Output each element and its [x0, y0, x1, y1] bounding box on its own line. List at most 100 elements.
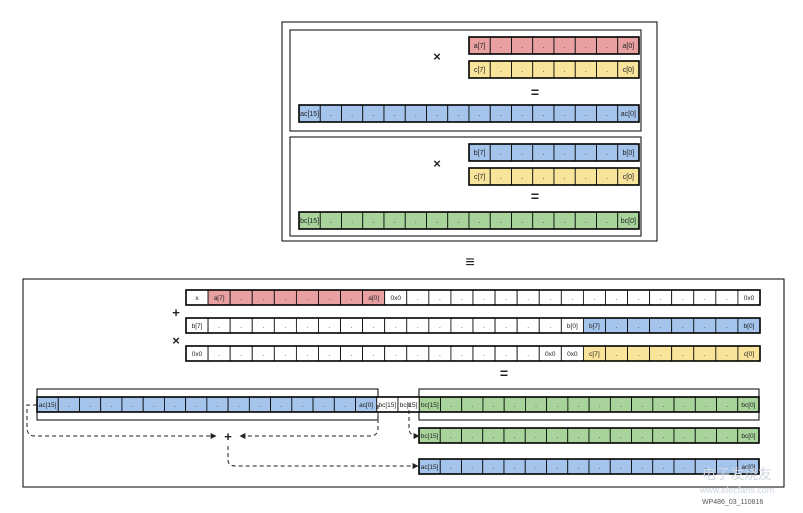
dot-label: .: [417, 295, 419, 302]
register-outline: [185, 289, 761, 306]
dot-label: .: [174, 402, 176, 409]
dot-label: .: [663, 402, 665, 409]
dot-label: .: [521, 67, 523, 74]
dot-label: .: [394, 218, 396, 225]
dot-label: .: [238, 402, 240, 409]
dot-label: .: [585, 150, 587, 157]
dot-label: .: [620, 402, 622, 409]
dot-label: .: [471, 464, 473, 471]
dot-label: .: [705, 433, 707, 440]
dot-label: .: [68, 402, 70, 409]
dot-label: .: [606, 218, 608, 225]
dot-label: .: [302, 402, 304, 409]
dot-label: .: [542, 150, 544, 157]
bit-label: bc[0]: [621, 218, 636, 225]
dot-label: .: [564, 67, 566, 74]
dashed-arrow-ac-to-plus: [26, 404, 217, 439]
dot-label: .: [330, 111, 332, 118]
dot-label: .: [564, 174, 566, 181]
dot-label: .: [110, 402, 112, 409]
dot-label: .: [394, 111, 396, 118]
dot-label: .: [585, 218, 587, 225]
dot-label: .: [500, 218, 502, 225]
bit-label: 0x0: [744, 295, 755, 302]
dot-label: .: [620, 433, 622, 440]
dot-label: .: [527, 295, 529, 302]
dot-label: .: [450, 402, 452, 409]
dot-label: .: [284, 323, 286, 330]
register-outline: [468, 36, 640, 55]
dot-label: .: [684, 402, 686, 409]
bit-label: ac[15]: [300, 111, 319, 118]
times-operator-3: ×: [172, 333, 180, 348]
dot-label: .: [436, 218, 438, 225]
bottom-panel-frame: [22, 278, 785, 488]
dot-label: .: [620, 464, 622, 471]
dot-label: .: [471, 433, 473, 440]
dot-label: .: [500, 43, 502, 50]
dot-label: .: [450, 433, 452, 440]
bit-label: ac[15]: [421, 464, 439, 471]
equals-operator-2: =: [531, 188, 539, 204]
dot-label: .: [505, 323, 507, 330]
result-ac-register: ac[15]..............ac[0]: [418, 458, 760, 475]
dot-label: .: [662, 464, 664, 471]
dot-label: .: [564, 43, 566, 50]
dot-label: .: [599, 464, 601, 471]
bit-label: a[7]: [474, 43, 486, 50]
dot-label: .: [662, 433, 664, 440]
dot-label: .: [556, 464, 558, 471]
dot-label: .: [638, 295, 640, 302]
dot-label: .: [500, 150, 502, 157]
bit-label: b[0]: [567, 323, 578, 330]
register-outline: [418, 458, 760, 475]
result-bc-register: bc[15]..............bc[0]: [418, 427, 760, 444]
dot-label: .: [217, 402, 219, 409]
register-outline: [298, 211, 640, 230]
dot-label: .: [307, 295, 309, 302]
bit-label: ac[15]: [39, 402, 57, 409]
dot-label: .: [616, 351, 618, 358]
dot-label: .: [564, 218, 566, 225]
dot-label: .: [461, 351, 463, 358]
bit-label: c[7]: [474, 174, 485, 181]
dot-label: .: [641, 433, 643, 440]
dot-label: .: [577, 433, 579, 440]
bit-label: ac[0]: [359, 402, 373, 409]
register-b: b[7]......b[0]: [468, 143, 640, 162]
packed-b-register: b[7]................b[0]b[7]......b[0]: [185, 317, 761, 334]
equivalence-operator: ≡: [465, 254, 474, 271]
dot-label: .: [439, 295, 441, 302]
dot-label: .: [395, 323, 397, 330]
dot-label: .: [638, 323, 640, 330]
dot-label: .: [571, 295, 573, 302]
dot-label: .: [417, 323, 419, 330]
dot-label: .: [704, 323, 706, 330]
dot-label: .: [373, 323, 375, 330]
bit-label: 0x0: [545, 351, 556, 358]
dot-label: .: [436, 111, 438, 118]
dot-label: .: [483, 351, 485, 358]
dot-label: .: [726, 351, 728, 358]
register-outline: [298, 104, 640, 123]
dot-label: .: [556, 402, 558, 409]
equals-operator-1: =: [531, 84, 539, 100]
register-outline: [468, 143, 640, 162]
dot-label: .: [549, 295, 551, 302]
dot-label: .: [606, 174, 608, 181]
dot-label: .: [280, 402, 282, 409]
dot-label: .: [564, 150, 566, 157]
bit-label: b[0]: [744, 323, 755, 330]
wide-product-register: ac[15]..............ac[0]bc[15]bc[15]bc[…: [36, 396, 760, 413]
dot-label: .: [372, 111, 374, 118]
bit-label: b[0]: [623, 150, 635, 157]
dot-label: .: [514, 464, 516, 471]
dot-label: .: [585, 111, 587, 118]
dashed-arrow-bc-to-bc-result: [408, 403, 420, 439]
dot-label: .: [500, 67, 502, 74]
dot-label: .: [585, 174, 587, 181]
dot-label: .: [527, 323, 529, 330]
dot-label: .: [556, 433, 558, 440]
bit-label: ac[0]: [741, 464, 755, 471]
dot-label: .: [726, 295, 728, 302]
